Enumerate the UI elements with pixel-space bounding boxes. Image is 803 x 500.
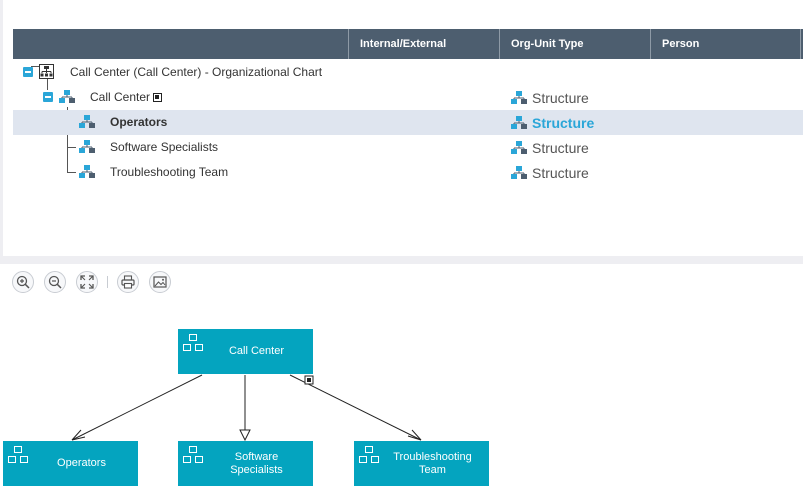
tree-line [67, 147, 76, 148]
org-unit-node-icon [8, 446, 28, 463]
collapse-icon[interactable] [23, 67, 33, 77]
structure-icon [511, 141, 527, 155]
diagram-node-label: Call Center [228, 345, 285, 357]
tree-row-operators[interactable]: Operators Structure [13, 110, 803, 135]
print-icon [121, 275, 135, 289]
zoom-in-button[interactable] [12, 271, 34, 293]
structure-icon [511, 166, 527, 180]
org-unit-type-cell: Structure [511, 110, 594, 136]
linked-model-icon[interactable] [153, 93, 163, 103]
tree-row-software-specialists[interactable]: Software Specialists Structure [13, 135, 803, 160]
linked-model-icon[interactable] [304, 375, 314, 385]
tree-line [67, 107, 68, 173]
diagram-node-software-specialists[interactable]: Software Specialists [178, 441, 313, 486]
connector-root-troubleshooting [289, 374, 422, 441]
org-unit-node-icon [183, 446, 203, 463]
diagram-panel: Call Center Operators Software Specialis… [0, 264, 803, 500]
collapse-icon[interactable] [43, 92, 53, 102]
tree-line [67, 172, 76, 173]
diagram-node-troubleshooting-team[interactable]: Troubleshooting Team [354, 441, 489, 486]
diagram-connectors [71, 374, 422, 442]
diagram-node-operators[interactable]: Operators [3, 441, 138, 486]
tree-line [47, 78, 48, 90]
org-unit-node-icon [359, 446, 379, 463]
tree-row-troubleshooting-team[interactable]: Troubleshooting Team Structure [13, 160, 803, 185]
panel-left-border [0, 0, 3, 256]
org-unit-type-text: Structure [532, 114, 595, 131]
tree-row-text: Call Center [90, 90, 151, 104]
diagram-node-label: Software Specialists [230, 450, 283, 476]
tree-row-call-center[interactable]: Call Center Structure [13, 85, 803, 110]
fit-to-screen-button[interactable] [76, 271, 98, 293]
grid-header: Internal/External Org-Unit Type Person [13, 29, 803, 59]
structure-icon [511, 116, 527, 130]
diagram-node-label: Operators [57, 457, 106, 469]
org-unit-icon [59, 90, 75, 103]
export-image-icon [153, 276, 167, 288]
org-unit-type-cell: Structure [511, 135, 589, 161]
tree-row-label: Operators [110, 115, 168, 129]
toolbar-separator [107, 276, 108, 288]
column-header-name[interactable] [13, 29, 348, 59]
zoom-out-icon [48, 275, 62, 289]
org-tree-grid: Internal/External Org-Unit Type Person C… [0, 0, 803, 256]
column-header-overflow [800, 29, 803, 59]
export-image-button[interactable] [149, 271, 171, 293]
org-unit-icon [79, 140, 95, 153]
org-unit-type-text: Structure [532, 164, 589, 181]
structure-icon [511, 91, 527, 105]
panel-splitter[interactable] [0, 256, 803, 264]
org-chart-icon [39, 64, 54, 79]
column-header-person[interactable]: Person [650, 29, 800, 59]
connector-root-software [239, 375, 251, 442]
org-unit-icon [79, 165, 95, 178]
connector-root-operators [71, 374, 203, 441]
column-header-internal-external[interactable]: Internal/External [348, 29, 499, 59]
org-unit-type-text: Structure [532, 89, 589, 106]
print-button[interactable] [117, 271, 139, 293]
fit-to-screen-icon [80, 275, 94, 289]
org-unit-node-icon [183, 334, 203, 351]
tree-row-label: Troubleshooting Team [110, 165, 229, 179]
tree-row-org-chart[interactable]: Call Center (Call Center) - Organization… [13, 60, 803, 85]
org-unit-type-text: Structure [532, 139, 589, 156]
tree-line [31, 66, 40, 67]
tree-row-label: Software Specialists [110, 140, 219, 154]
org-unit-type-cell: Structure [511, 160, 589, 186]
diagram-node-call-center[interactable]: Call Center [178, 329, 313, 374]
zoom-in-icon [16, 275, 30, 289]
diagram-node-label: Troubleshooting Team [393, 450, 472, 476]
column-header-org-unit-type[interactable]: Org-Unit Type [499, 29, 650, 59]
org-unit-icon [79, 115, 95, 128]
tree-row-label: Call Center [90, 85, 163, 110]
tree-row-label: Call Center (Call Center) - Organization… [70, 65, 323, 79]
org-unit-type-cell: Structure [511, 85, 589, 111]
zoom-out-button[interactable] [44, 271, 66, 293]
